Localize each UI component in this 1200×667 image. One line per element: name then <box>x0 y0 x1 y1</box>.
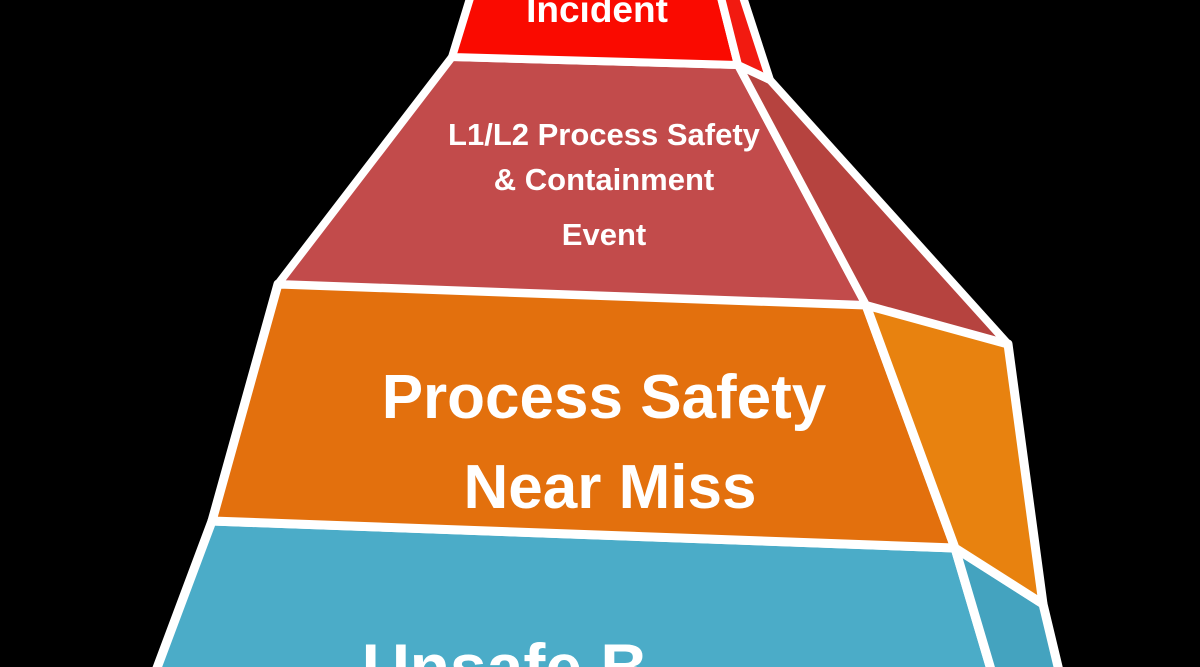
tier-l1-l2-label-line-3: Event <box>562 217 646 252</box>
tier-incident-side-face <box>717 0 774 84</box>
tier-incident-label: Incident <box>526 0 668 30</box>
tier-l1-l2-label-line-1: L1/L2 Process Safety <box>448 117 761 152</box>
tier-unsafe-behaviors-label: Unsafe B <box>362 630 648 667</box>
tier-near-miss-label-line-2: Near Miss <box>464 453 757 522</box>
pyramid-tier-unsafe-behaviors[interactable]: Unsafe B <box>145 516 1066 667</box>
tier-near-miss-label-line-1: Process Safety <box>382 363 827 432</box>
pyramid-tier-incident[interactable]: Incident <box>448 0 774 84</box>
tier-l1-l2-label-line-2: & Containment <box>494 162 714 197</box>
